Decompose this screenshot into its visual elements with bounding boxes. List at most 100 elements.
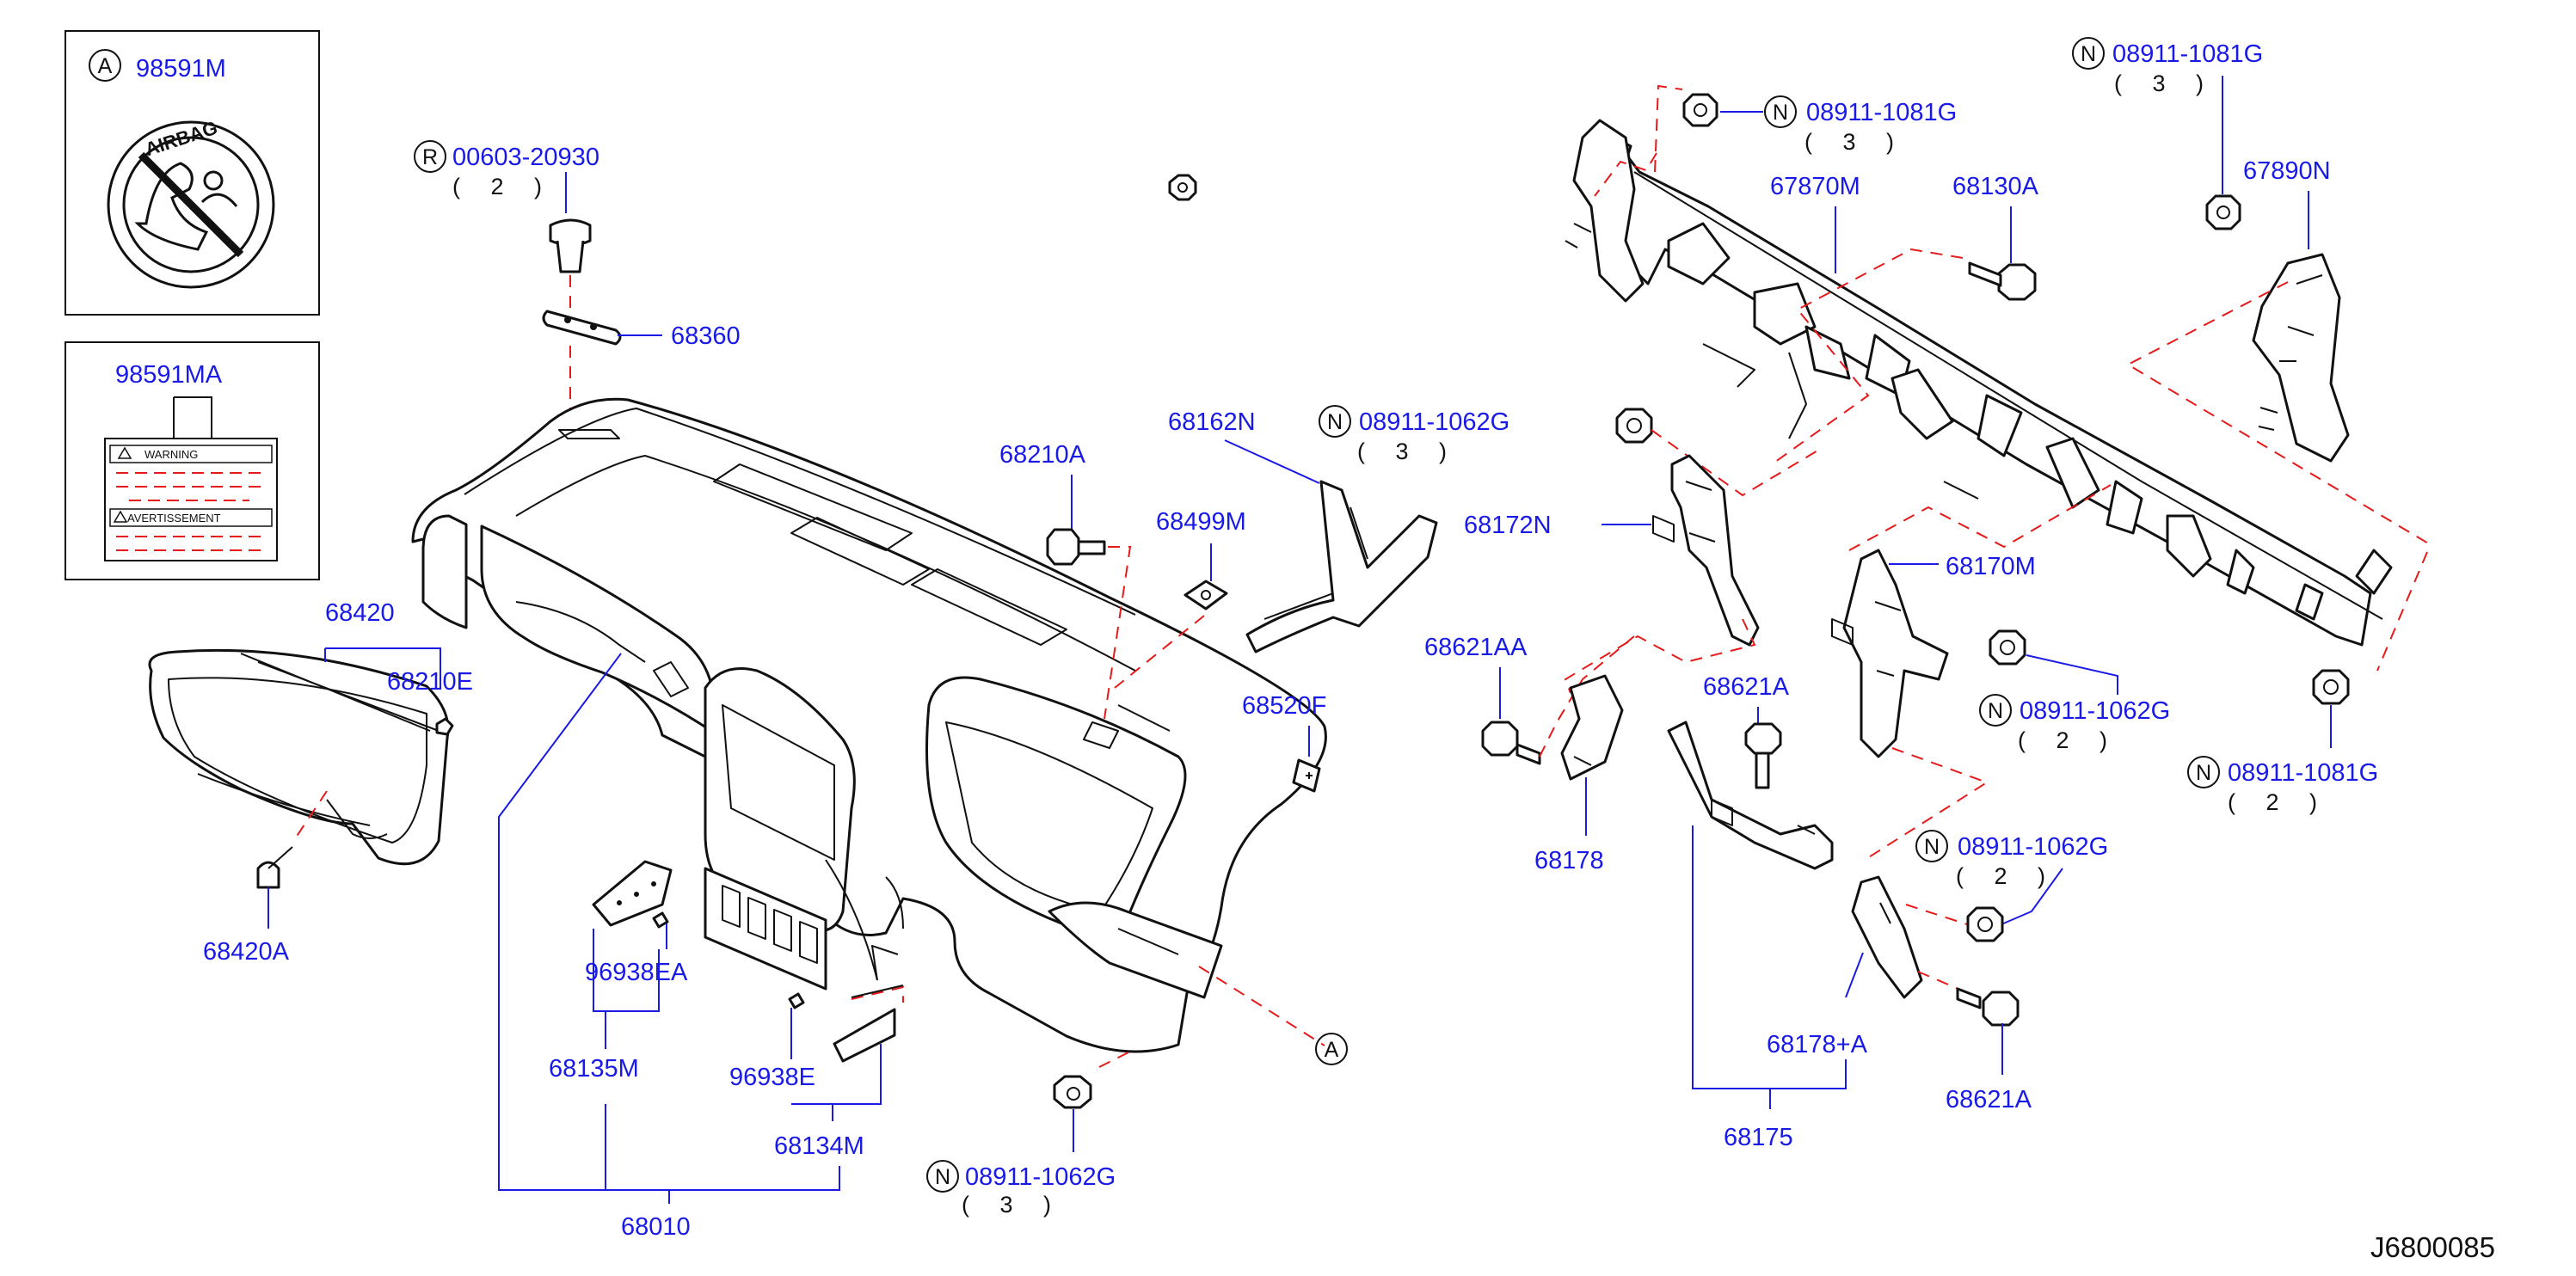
- part-label-08911-1081G: 08911-1081G: [1806, 99, 1957, 126]
- part-label-68520F: 68520F: [1242, 692, 1326, 720]
- part-label-68210A: 68210A: [999, 441, 1086, 469]
- part-label-68010: 68010: [621, 1213, 691, 1241]
- meter-hood-68420: [148, 648, 450, 866]
- part-nut-1081G-top: [1682, 93, 1718, 127]
- inset-warning-label: 98591MA WARNING AVERTISSEMENT: [65, 341, 320, 580]
- circle-mark-n: N: [1988, 699, 2003, 723]
- part-label-08911-1062G: 08911-1062G: [2020, 697, 2170, 725]
- part-clip-68520F: [1292, 758, 1321, 793]
- part-label-68621A: 68621A: [1946, 1086, 2032, 1113]
- part-bracket-68170M: [1831, 549, 1949, 758]
- quantity-08911-1062G: ( 2 ): [2018, 727, 2119, 753]
- callout-08911-1081G-right: N 08911-1081G ( 3 ): [2072, 37, 2263, 96]
- part-bolt-68210A: [1046, 528, 1106, 566]
- avertissement-heading: AVERTISSEMENT: [127, 512, 221, 525]
- part-label-68172N: 68172N: [1464, 512, 1552, 539]
- circle-mark-r: R: [422, 145, 438, 169]
- quantity-08911-1081G: ( 3 ): [2114, 71, 2216, 96]
- part-bracket-68178A: [1851, 875, 1923, 999]
- callout-08911-1062G-bottom: N 08911-1062G ( 3 ): [926, 1160, 1116, 1218]
- part-clip-00603: [549, 218, 592, 273]
- callout-08911-1062G-mid: N 08911-1062G ( 2 ): [1979, 694, 2170, 753]
- steering-member-67870M: [1565, 119, 2393, 647]
- part-label-98591M: 98591M: [136, 55, 226, 83]
- part-bolt-68130A: [1968, 261, 2037, 301]
- instrument-panel-68010: [411, 397, 1327, 1053]
- callout-00603-20930: R 00603-20930 ( 2 ): [414, 140, 599, 213]
- part-nut-1081G-right: [2205, 194, 2241, 230]
- part-clip-96938EA: [652, 911, 669, 929]
- circle-mark-n: N: [1327, 410, 1343, 434]
- part-bolt-68621A-top: [1744, 722, 1782, 789]
- part-label-68499M: 68499M: [1156, 508, 1246, 536]
- callout-08911-1062G-low: N 08911-1062G ( 2 ): [1915, 830, 2108, 889]
- part-label-68178: 68178: [1534, 847, 1604, 874]
- part-label-98591MA: 98591MA: [115, 361, 223, 389]
- part-nut-68499M: [1183, 580, 1228, 610]
- inset-airbag-symbol: A 98591M AIRBAG: [65, 30, 320, 316]
- callout-68420: 68420: [324, 599, 441, 688]
- quantity-08911-1062G: ( 3 ): [962, 1192, 1063, 1218]
- callout-08911-1081G-low: N 08911-1081G ( 2 ): [2187, 756, 2378, 815]
- part-label-08911-1062G: 08911-1062G: [1958, 833, 2108, 861]
- part-nut-1081G-low: [2312, 669, 2350, 705]
- part-bolt-68621AA: [1481, 721, 1541, 765]
- part-nut-1062G-mid: [1989, 629, 2026, 666]
- part-screw-68420A: [256, 846, 293, 889]
- warning-heading: WARNING: [144, 448, 198, 461]
- part-label-68162N: 68162N: [1168, 408, 1256, 436]
- part-label-68170M: 68170M: [1946, 553, 2036, 580]
- callout-08911-1081G-top: N 08911-1081G ( 3 ): [1764, 95, 1957, 155]
- callout-68210E: 68210E: [387, 668, 473, 736]
- part-label-68621AA: 68621AA: [1424, 634, 1528, 661]
- part-label-68134M: 68134M: [774, 1132, 864, 1160]
- diagram-code: J6800085: [2370, 1231, 2495, 1263]
- quantity-08911-1062G: ( 3 ): [1357, 439, 1459, 464]
- quantity-08911-1081G: ( 2 ): [2228, 789, 2329, 815]
- quantity-00603-20930: ( 2 ): [452, 174, 554, 199]
- circle-mark-a-inset: A: [98, 54, 113, 78]
- warning-triangle-icon: [117, 446, 132, 459]
- part-label-68175: 68175: [1724, 1124, 1793, 1151]
- circle-mark-n: N: [935, 1165, 950, 1189]
- part-nut-bottom: [1053, 1075, 1092, 1109]
- part-label-68135M: 68135M: [549, 1055, 639, 1083]
- airbag-warning-icon: AIRBAG: [107, 117, 275, 289]
- part-label-96938EA: 96938EA: [585, 959, 688, 986]
- circle-mark-n: N: [1924, 835, 1940, 859]
- warning-triangle-icon: [113, 510, 128, 523]
- part-label-08911-1062G: 08911-1062G: [965, 1163, 1116, 1191]
- circle-mark-n: N: [2196, 761, 2211, 785]
- part-bolt-68621A-low: [1956, 987, 2020, 1027]
- part-bracket-68162N: [1245, 480, 1438, 653]
- part-bracket-68175: [1667, 721, 1834, 870]
- part-clip-96938E: [788, 992, 805, 1009]
- part-label-67890N: 67890N: [2243, 157, 2331, 185]
- circle-mark-n: N: [1773, 101, 1788, 125]
- callout-circle-a: A: [1315, 1033, 1348, 1065]
- quantity-08911-1062G: ( 2 ): [1956, 863, 2057, 889]
- part-panel-68135M: [592, 860, 673, 927]
- part-label-68360: 68360: [671, 322, 741, 350]
- callout-08911-1062G-top: N 08911-1062G ( 3 ): [1319, 405, 1509, 464]
- part-label-08911-1062G: 08911-1062G: [1359, 408, 1509, 436]
- part-label-68621A: 68621A: [1703, 673, 1790, 701]
- part-bracket-67890N: [2252, 253, 2350, 463]
- part-bracket-68360: [542, 310, 622, 346]
- part-nut-1062G-center: [1615, 408, 1653, 444]
- part-label-68420: 68420: [325, 599, 395, 627]
- part-bracket-68172N: [1652, 454, 1760, 647]
- part-bracket-68178: [1560, 674, 1624, 781]
- part-label-96938E: 96938E: [729, 1064, 815, 1091]
- circle-mark-n: N: [2081, 42, 2096, 66]
- quantity-08911-1081G: ( 3 ): [1804, 129, 1906, 155]
- part-panel-68134M: [833, 985, 904, 1063]
- part-small-nut: [1168, 174, 1197, 201]
- part-nut-1062G-low: [1966, 906, 2004, 942]
- part-label-68130A: 68130A: [1952, 173, 2039, 200]
- part-label-08911-1081G: 08911-1081G: [2228, 759, 2378, 787]
- part-label-68420A: 68420A: [203, 938, 290, 966]
- part-label-68178A: 68178+A: [1767, 1031, 1868, 1058]
- part-label-67870M: 67870M: [1770, 173, 1860, 200]
